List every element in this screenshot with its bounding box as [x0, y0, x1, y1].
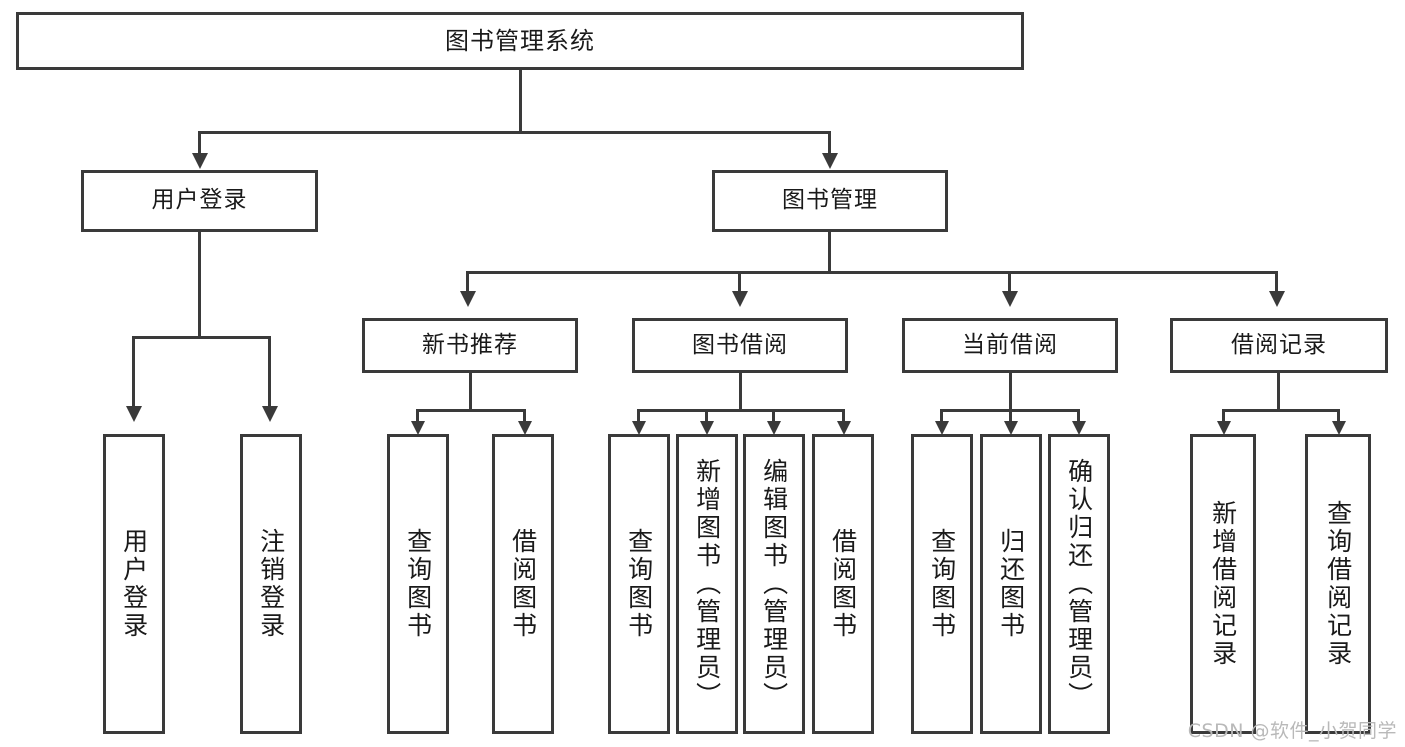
connector-root-to-book-management — [828, 131, 831, 155]
node-leaf-confirm-return-label: 确认归还（管理员） — [1064, 458, 1094, 710]
node-book-management[interactable]: 图书管理 — [712, 170, 948, 232]
node-leaf-confirm-return[interactable]: 确认归还（管理员） — [1048, 434, 1110, 734]
connector-bb-to-leaf3 — [772, 409, 775, 423]
node-leaf-user-login-label: 用户登录 — [119, 528, 149, 640]
node-leaf-query-book-2[interactable]: 查询图书 — [608, 434, 670, 734]
connector-bb-to-leaf1 — [637, 409, 640, 423]
node-new-book-recommend-label: 新书推荐 — [422, 331, 518, 358]
connector-user-login-bus — [132, 336, 270, 339]
connector-bm-to-new-book — [466, 271, 469, 293]
arrow-br-to-leaf2 — [1332, 421, 1346, 435]
node-leaf-user-login[interactable]: 用户登录 — [103, 434, 165, 734]
node-book-borrow[interactable]: 图书借阅 — [632, 318, 848, 373]
node-leaf-return-book-label: 归还图书 — [996, 528, 1026, 640]
node-leaf-query-record-label: 查询借阅记录 — [1323, 500, 1353, 668]
node-root[interactable]: 图书管理系统 — [16, 12, 1024, 70]
node-current-borrow[interactable]: 当前借阅 — [902, 318, 1118, 373]
connector-cb-to-leaf3 — [1077, 409, 1080, 423]
arrow-cb-to-leaf1 — [935, 421, 949, 435]
connector-book-management-stem — [828, 232, 831, 273]
arrow-cb-to-leaf2 — [1004, 421, 1018, 435]
connector-cb-to-leaf2 — [1009, 409, 1012, 423]
connector-root-to-user-login — [198, 131, 201, 155]
node-leaf-query-record[interactable]: 查询借阅记录 — [1305, 434, 1371, 734]
connector-bm-to-borrow-record — [1275, 271, 1278, 293]
node-user-login-label: 用户登录 — [151, 187, 248, 214]
connector-root-bus — [198, 131, 831, 134]
node-current-borrow-label: 当前借阅 — [962, 331, 1058, 358]
node-book-management-label: 图书管理 — [782, 187, 878, 214]
node-leaf-query-book-3-label: 查询图书 — [927, 528, 957, 640]
connector-bb-to-leaf2 — [705, 409, 708, 423]
arrow-cb-to-leaf3 — [1072, 421, 1086, 435]
node-leaf-edit-book-label: 编辑图书（管理员） — [759, 458, 789, 710]
node-leaf-add-book[interactable]: 新增图书（管理员） — [676, 434, 738, 734]
arrow-bb-to-leaf3 — [767, 421, 781, 435]
arrow-user-login-to-leaf1 — [126, 406, 142, 422]
connector-new-book-to-leaf2 — [523, 409, 526, 423]
connector-bb-to-leaf4 — [842, 409, 845, 423]
connector-book-management-bus — [466, 271, 1278, 274]
arrow-new-book-to-leaf1 — [411, 421, 425, 435]
node-user-login[interactable]: 用户登录 — [81, 170, 318, 232]
connector-br-to-leaf2 — [1337, 409, 1340, 423]
arrow-new-book-to-leaf2 — [518, 421, 532, 435]
connector-current-borrow-stem — [1009, 373, 1012, 411]
node-leaf-query-book-3[interactable]: 查询图书 — [911, 434, 973, 734]
arrow-bm-to-new-book — [460, 291, 476, 307]
arrow-root-to-book-management — [822, 153, 838, 169]
connector-user-login-to-leaf2 — [268, 336, 271, 408]
connector-book-borrow-stem — [739, 373, 742, 411]
arrow-bb-to-leaf4 — [837, 421, 851, 435]
node-leaf-borrow-book-1-label: 借阅图书 — [508, 528, 538, 640]
node-borrow-record-label: 借阅记录 — [1231, 331, 1327, 358]
arrow-user-login-to-leaf2 — [262, 406, 278, 422]
connector-new-book-bus — [416, 409, 526, 412]
node-leaf-query-book-2-label: 查询图书 — [624, 528, 654, 640]
connector-borrow-record-stem — [1277, 373, 1280, 411]
arrow-root-to-user-login — [192, 153, 208, 169]
connector-bm-to-current-borrow — [1008, 271, 1011, 293]
node-leaf-query-book-1-label: 查询图书 — [403, 528, 433, 640]
arrow-bm-to-borrow-record — [1269, 291, 1285, 307]
node-leaf-edit-book[interactable]: 编辑图书（管理员） — [743, 434, 805, 734]
connector-br-to-leaf1 — [1222, 409, 1225, 423]
connector-user-login-to-leaf1 — [132, 336, 135, 408]
connector-bm-to-book-borrow — [738, 271, 741, 293]
arrow-bm-to-book-borrow — [732, 291, 748, 307]
node-new-book-recommend[interactable]: 新书推荐 — [362, 318, 578, 373]
node-leaf-add-book-label: 新增图书（管理员） — [692, 458, 722, 710]
node-leaf-logout-login-label: 注销登录 — [256, 528, 286, 640]
node-leaf-borrow-book-2-label: 借阅图书 — [828, 528, 858, 640]
node-root-label: 图书管理系统 — [445, 26, 595, 55]
node-leaf-return-book[interactable]: 归还图书 — [980, 434, 1042, 734]
node-leaf-add-record-label: 新增借阅记录 — [1208, 500, 1238, 668]
connector-user-login-stem — [198, 232, 201, 338]
connector-borrow-record-bus — [1222, 409, 1340, 412]
connector-cb-to-leaf1 — [940, 409, 943, 423]
arrow-bb-to-leaf2 — [700, 421, 714, 435]
arrow-br-to-leaf1 — [1217, 421, 1231, 435]
connector-new-book-to-leaf1 — [416, 409, 419, 423]
node-leaf-logout-login[interactable]: 注销登录 — [240, 434, 302, 734]
node-leaf-query-book-1[interactable]: 查询图书 — [387, 434, 449, 734]
node-leaf-borrow-book-1[interactable]: 借阅图书 — [492, 434, 554, 734]
arrow-bb-to-leaf1 — [632, 421, 646, 435]
connector-root-stem — [519, 70, 522, 132]
node-leaf-borrow-book-2[interactable]: 借阅图书 — [812, 434, 874, 734]
node-book-borrow-label: 图书借阅 — [692, 331, 788, 358]
arrow-bm-to-current-borrow — [1002, 291, 1018, 307]
connector-new-book-stem — [469, 373, 472, 411]
node-leaf-add-record[interactable]: 新增借阅记录 — [1190, 434, 1256, 734]
connector-book-borrow-bus — [637, 409, 845, 412]
node-borrow-record[interactable]: 借阅记录 — [1170, 318, 1388, 373]
